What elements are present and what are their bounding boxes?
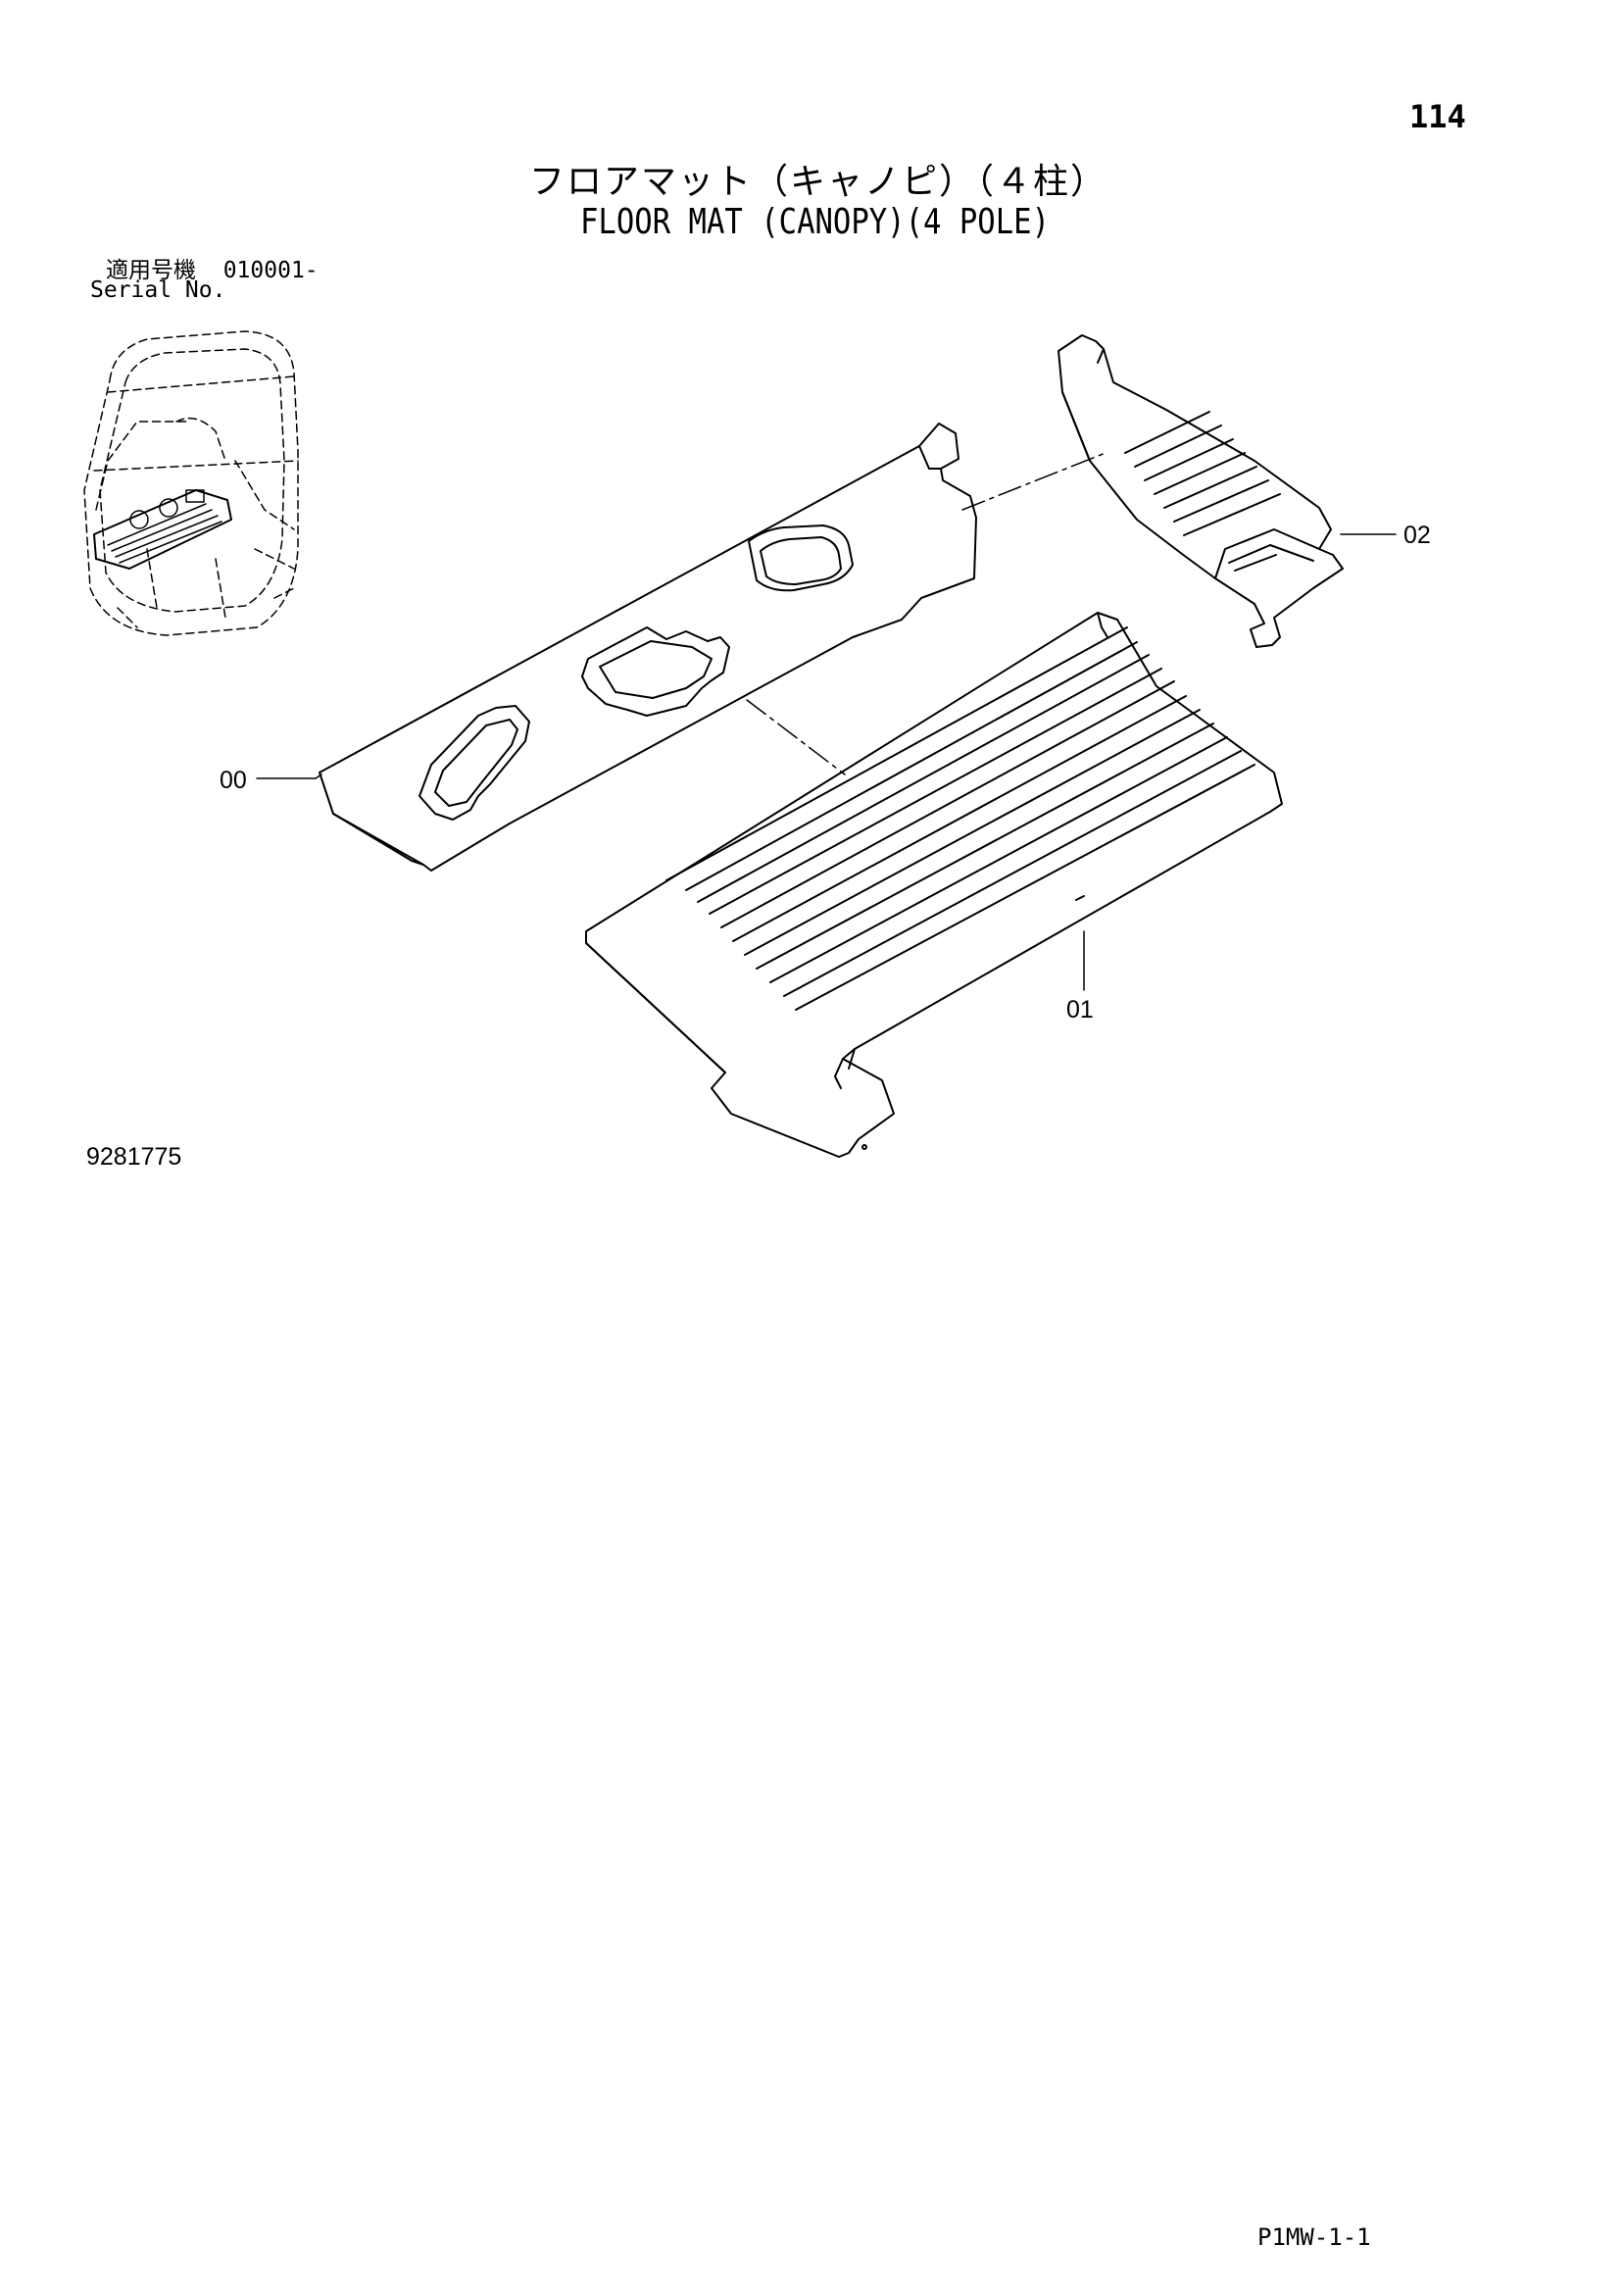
callout-leaders: [256, 533, 1397, 991]
page-number: 114: [1409, 98, 1466, 135]
page-title-english: FLOOR MAT (CANOPY)(4 POLE): [580, 202, 1051, 242]
page-code: P1MW-1-1: [1257, 2223, 1371, 2251]
part-02-rear-mat: [1057, 334, 1344, 648]
assembly-centerlines: [746, 452, 1107, 775]
serial-label-text: 適用号機: [106, 258, 196, 283]
serial-label-english: Serial No.: [90, 277, 226, 303]
part-01-floor-mat: [585, 612, 1283, 1158]
callout-part-02: 02: [1403, 522, 1431, 549]
callout-part-00: 00: [220, 767, 247, 794]
drawing-number: 9281775: [86, 1143, 182, 1171]
serial-label-japanese: 適用号機 010001-: [106, 251, 319, 284]
part-00-front-mat: [319, 423, 977, 872]
machine-locator-thumbnail: [83, 330, 299, 636]
serial-number: 010001-: [222, 258, 319, 283]
callout-part-01: 01: [1066, 996, 1094, 1023]
page-title-japanese: フロアマット（キャノピ）（４柱）: [529, 162, 1108, 202]
